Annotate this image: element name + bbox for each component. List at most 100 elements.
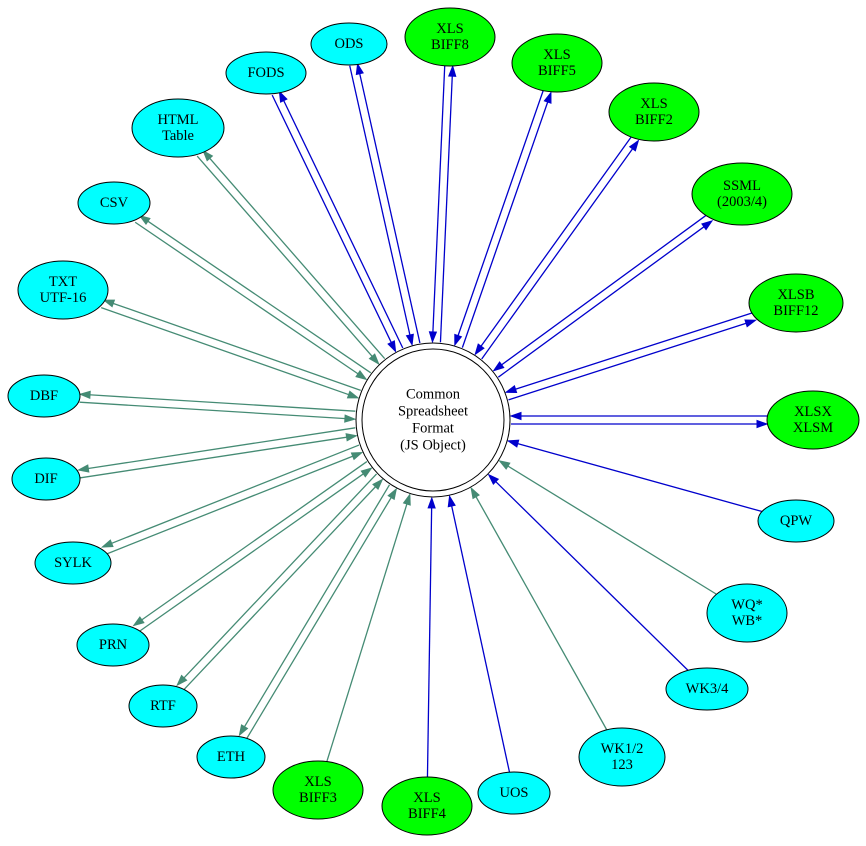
node-ods-label: ODS xyxy=(334,36,363,52)
edge-xls-biff3-in xyxy=(326,502,408,762)
center-label: Spreadsheet xyxy=(398,404,468,420)
arrowhead-icon xyxy=(278,90,288,103)
edge-prn-in xyxy=(137,472,365,633)
edge-ods-in xyxy=(349,65,411,337)
node-ssml-shape xyxy=(691,162,793,226)
node-dbf: DBF xyxy=(7,374,81,418)
edge-xls-biff5-in xyxy=(457,89,545,337)
node-txt-utf16-shape xyxy=(17,260,109,320)
node-sylk: SYLK xyxy=(34,541,112,585)
edge-prn-out xyxy=(140,461,368,621)
node-wk12-label: WK1/2 xyxy=(601,741,644,757)
edge-xlsb-out xyxy=(508,322,748,401)
arrowhead-icon xyxy=(100,539,114,548)
node-sylk-label: SYLK xyxy=(54,555,92,571)
node-rtf-label: RTF xyxy=(150,698,176,714)
edge-ssml-in xyxy=(500,213,708,366)
node-xlsb-shape xyxy=(748,273,844,333)
node-fods: FODS xyxy=(225,51,307,95)
arrowhead-icon xyxy=(448,64,457,77)
arrowhead-icon xyxy=(138,214,151,226)
node-prn-shape xyxy=(76,623,150,667)
arrowhead-icon xyxy=(78,390,91,400)
edge-xls-biff4-in xyxy=(426,506,433,778)
node-eth: ETH xyxy=(196,735,266,779)
edge-dif-out xyxy=(87,427,356,470)
node-wk34-label: WK3/4 xyxy=(686,681,729,697)
node-xls-biff2-shape xyxy=(608,82,700,142)
arrowhead-icon xyxy=(387,487,398,501)
arrowhead-icon xyxy=(176,674,188,687)
arrowhead-icon xyxy=(238,724,249,737)
node-ssml: SSML(2003/4) xyxy=(691,162,793,226)
edge-wq-wb-in xyxy=(506,465,717,595)
arrowhead-icon xyxy=(756,419,769,429)
node-uos: UOS xyxy=(477,771,551,815)
node-csv: CSV xyxy=(77,181,151,225)
arrowhead-icon xyxy=(202,149,214,162)
edge-uos-in xyxy=(450,504,511,773)
arrowhead-icon xyxy=(474,343,485,356)
node-xls-biff8-label: BIFF8 xyxy=(431,37,469,53)
edge-xls-biff5-out xyxy=(461,100,549,348)
node-xls-biff5-shape xyxy=(511,33,603,93)
edge-dif-in xyxy=(79,436,348,479)
edge-fods-in xyxy=(271,94,393,344)
arrowhead-icon xyxy=(427,496,436,509)
node-xls-biff4-label: BIFF4 xyxy=(408,806,447,822)
arrowhead-icon xyxy=(368,353,380,366)
node-ods-shape xyxy=(310,22,388,66)
edge-xls-biff8-out xyxy=(439,75,453,343)
node-qpw-label: QPW xyxy=(780,513,813,529)
arrowhead-icon xyxy=(470,486,480,500)
edge-txt-utf16-out xyxy=(112,302,361,391)
arrowhead-icon xyxy=(387,340,397,353)
edge-html-table-out xyxy=(208,157,386,360)
center-label: Common xyxy=(406,387,461,403)
arrowhead-icon xyxy=(628,139,640,152)
node-xls-biff3-shape xyxy=(272,760,364,820)
arrowhead-icon xyxy=(350,451,364,461)
arrowhead-icon xyxy=(405,333,414,347)
node-sylk-shape xyxy=(34,541,112,585)
node-csv-shape xyxy=(77,181,151,225)
arrowhead-icon xyxy=(402,493,411,506)
node-xls-biff8-label: XLS xyxy=(436,21,463,37)
arrowhead-icon xyxy=(744,319,758,328)
node-wk12-shape xyxy=(578,727,666,787)
arrowhead-icon xyxy=(454,333,463,347)
node-rtf: RTF xyxy=(128,684,198,728)
node-qpw-shape xyxy=(757,499,835,543)
node-xls-biff5-label: BIFF5 xyxy=(538,63,576,79)
node-html-table-shape xyxy=(131,98,225,158)
arrowhead-icon xyxy=(487,473,500,486)
arrowhead-icon xyxy=(345,433,358,442)
edge-xls-biff2-out xyxy=(481,147,634,360)
node-uos-label: UOS xyxy=(499,785,528,801)
node-dif-label: DIF xyxy=(34,471,57,487)
edge-csv-out xyxy=(146,220,372,374)
edge-sylk-in xyxy=(105,455,354,556)
node-xlsb-label: BIFF12 xyxy=(773,303,818,319)
center-outer-circle xyxy=(355,342,511,498)
node-prn-label: PRN xyxy=(99,637,128,653)
node-qpw: QPW xyxy=(757,499,835,543)
edge-dbf-out xyxy=(88,394,356,412)
arrowhead-icon xyxy=(509,411,522,421)
node-rtf-shape xyxy=(128,684,198,728)
arrowhead-icon xyxy=(498,460,511,470)
edge-html-table-in xyxy=(196,155,374,358)
node-uos-shape xyxy=(477,771,551,815)
edge-ods-out xyxy=(358,72,421,344)
edge-ssml-out xyxy=(497,225,706,378)
node-txt-utf16-label: TXT xyxy=(49,274,77,290)
node-xls-biff8-shape xyxy=(404,7,496,67)
node-html-table-label: Table xyxy=(162,128,194,144)
